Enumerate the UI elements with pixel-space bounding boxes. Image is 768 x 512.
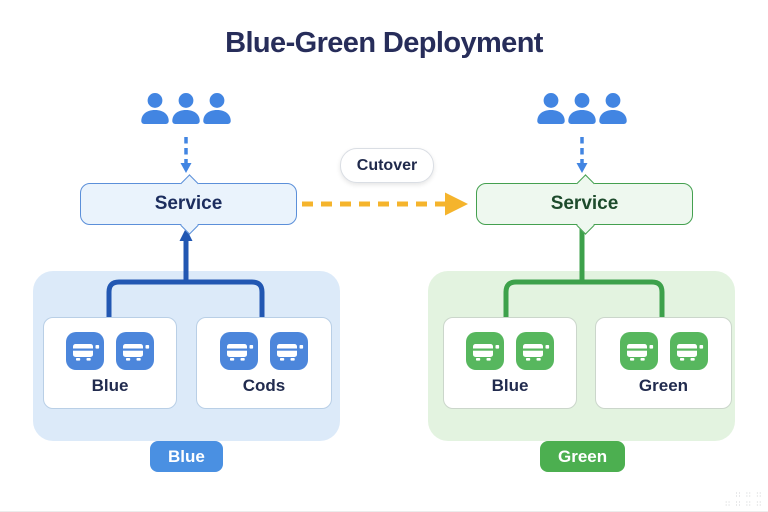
pod-group-label: Blue: [491, 376, 529, 395]
pod-group: Blue: [443, 317, 577, 409]
connector-notch: [179, 215, 199, 235]
pod-group: Green: [595, 317, 732, 409]
person-icon: [200, 92, 234, 130]
watermark: ∷ ∷ ∷ ∷ ∷ ∷ ∷: [725, 491, 763, 509]
users-to-service-arrow-right: [576, 137, 588, 173]
person-icon: [169, 92, 203, 130]
container-icon: [516, 332, 554, 370]
pod-icons: [66, 332, 154, 370]
connector-notch: [575, 215, 595, 235]
users-to-service-arrow-left: [180, 137, 192, 173]
pod-group-label: Green: [638, 376, 689, 395]
pod-group-label: Cods: [242, 376, 286, 395]
container-icon: [619, 332, 658, 370]
environment-badge-blue: Blue: [150, 441, 223, 472]
service-box-blue: Service: [80, 173, 297, 235]
watermark-line: ∷ ∷ ∷: [735, 492, 763, 499]
cutover-label: Cutover: [340, 148, 434, 183]
service-label: Service: [550, 193, 619, 214]
pod-group: Cods: [196, 317, 332, 409]
service-label: Service: [154, 193, 223, 214]
cutover-arrow: [302, 192, 468, 216]
container-icon: [66, 332, 104, 370]
page-title: Blue-Green Deployment: [225, 27, 543, 59]
connector-notch: [179, 173, 199, 193]
container-icon: [220, 332, 258, 370]
person-icon: [596, 92, 630, 130]
container-icon: [466, 332, 504, 370]
pod-group-label: Blue: [91, 376, 129, 395]
pod-icons: [220, 332, 308, 370]
container-icon: [669, 332, 708, 370]
container-icon: [116, 332, 154, 370]
container-icon: [270, 332, 308, 370]
users-group-left: [138, 92, 238, 132]
users-group-right: [534, 92, 634, 132]
pod-icons: [619, 332, 708, 370]
person-icon: [565, 92, 599, 130]
watermark-line: ∷ ∷ ∷ ∷: [725, 501, 763, 508]
person-icon: [534, 92, 568, 130]
service-box-green: Service: [476, 173, 693, 235]
pod-group: Blue: [43, 317, 177, 409]
pod-icons: [466, 332, 554, 370]
environment-badge-green: Green: [540, 441, 626, 472]
connector-notch: [575, 173, 595, 193]
person-icon: [138, 92, 172, 130]
